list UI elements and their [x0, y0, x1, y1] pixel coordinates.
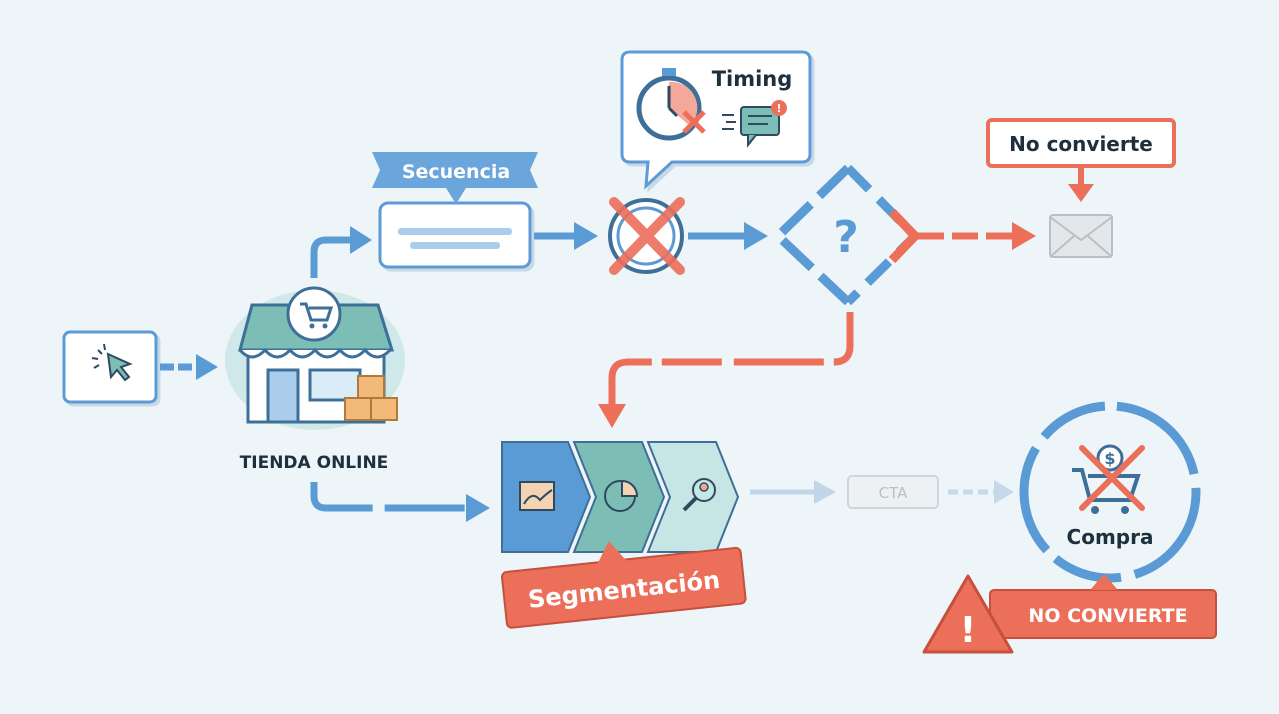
arrow-decision-to-segmentation [598, 312, 854, 428]
no-convierte-banner-label: NO CONVIERTE [1028, 605, 1187, 627]
store-label: TIENDA ONLINE [240, 453, 389, 473]
segmentation-tag: Segmentación [501, 541, 747, 629]
sequence-node [378, 201, 532, 269]
arrow-timer-to-decision [688, 222, 768, 250]
failed-timer-icon [608, 197, 685, 275]
map-chart-icon [519, 481, 555, 511]
stopwatch-icon [636, 68, 706, 141]
cta-label: CTA [879, 484, 908, 502]
cursor-click-icon [91, 343, 133, 382]
no-convierte-callout: No convierte [986, 118, 1176, 202]
cancelled-cart-icon: $ [1072, 444, 1145, 514]
decision-diamond: ? [773, 164, 920, 306]
purchase-node: $ Compra [1019, 401, 1201, 583]
timing-callout: Timing ! [620, 50, 812, 190]
arrow-click-to-store [160, 354, 218, 380]
svg-text:!: ! [960, 610, 976, 651]
online-store-icon [225, 286, 405, 430]
email-envelope-icon [1049, 214, 1113, 258]
arrow-store-to-sequence [310, 226, 372, 278]
arrow-segmentation-to-cta [750, 480, 836, 504]
pie-chart-icon [604, 479, 639, 512]
arrow-cta-to-purchase [948, 480, 1014, 504]
sequence-tag: Secuencia [372, 152, 538, 204]
sequence-label: Secuencia [402, 161, 510, 183]
warning-triangle-icon: ! [922, 574, 1014, 654]
segmentation-steps [501, 441, 740, 553]
timing-label: Timing [712, 67, 793, 91]
cta-button[interactable]: CTA [847, 475, 939, 509]
arrow-decision-to-email [918, 222, 1036, 250]
no-convierte-label: No convierte [1009, 132, 1153, 156]
arrow-store-to-segmentation [310, 482, 490, 522]
arrow-sequence-to-timer [534, 222, 598, 250]
svg-text:$: $ [1104, 449, 1115, 468]
search-user-icon [682, 478, 716, 512]
purchase-label: Compra [1067, 525, 1154, 549]
question-mark-icon: ? [833, 212, 859, 263]
no-convierte-banner: NO CONVIERTE ! [922, 574, 1217, 654]
click-node [62, 330, 158, 404]
svg-text:!: ! [776, 102, 781, 115]
message-alert-icon: ! [722, 100, 787, 148]
